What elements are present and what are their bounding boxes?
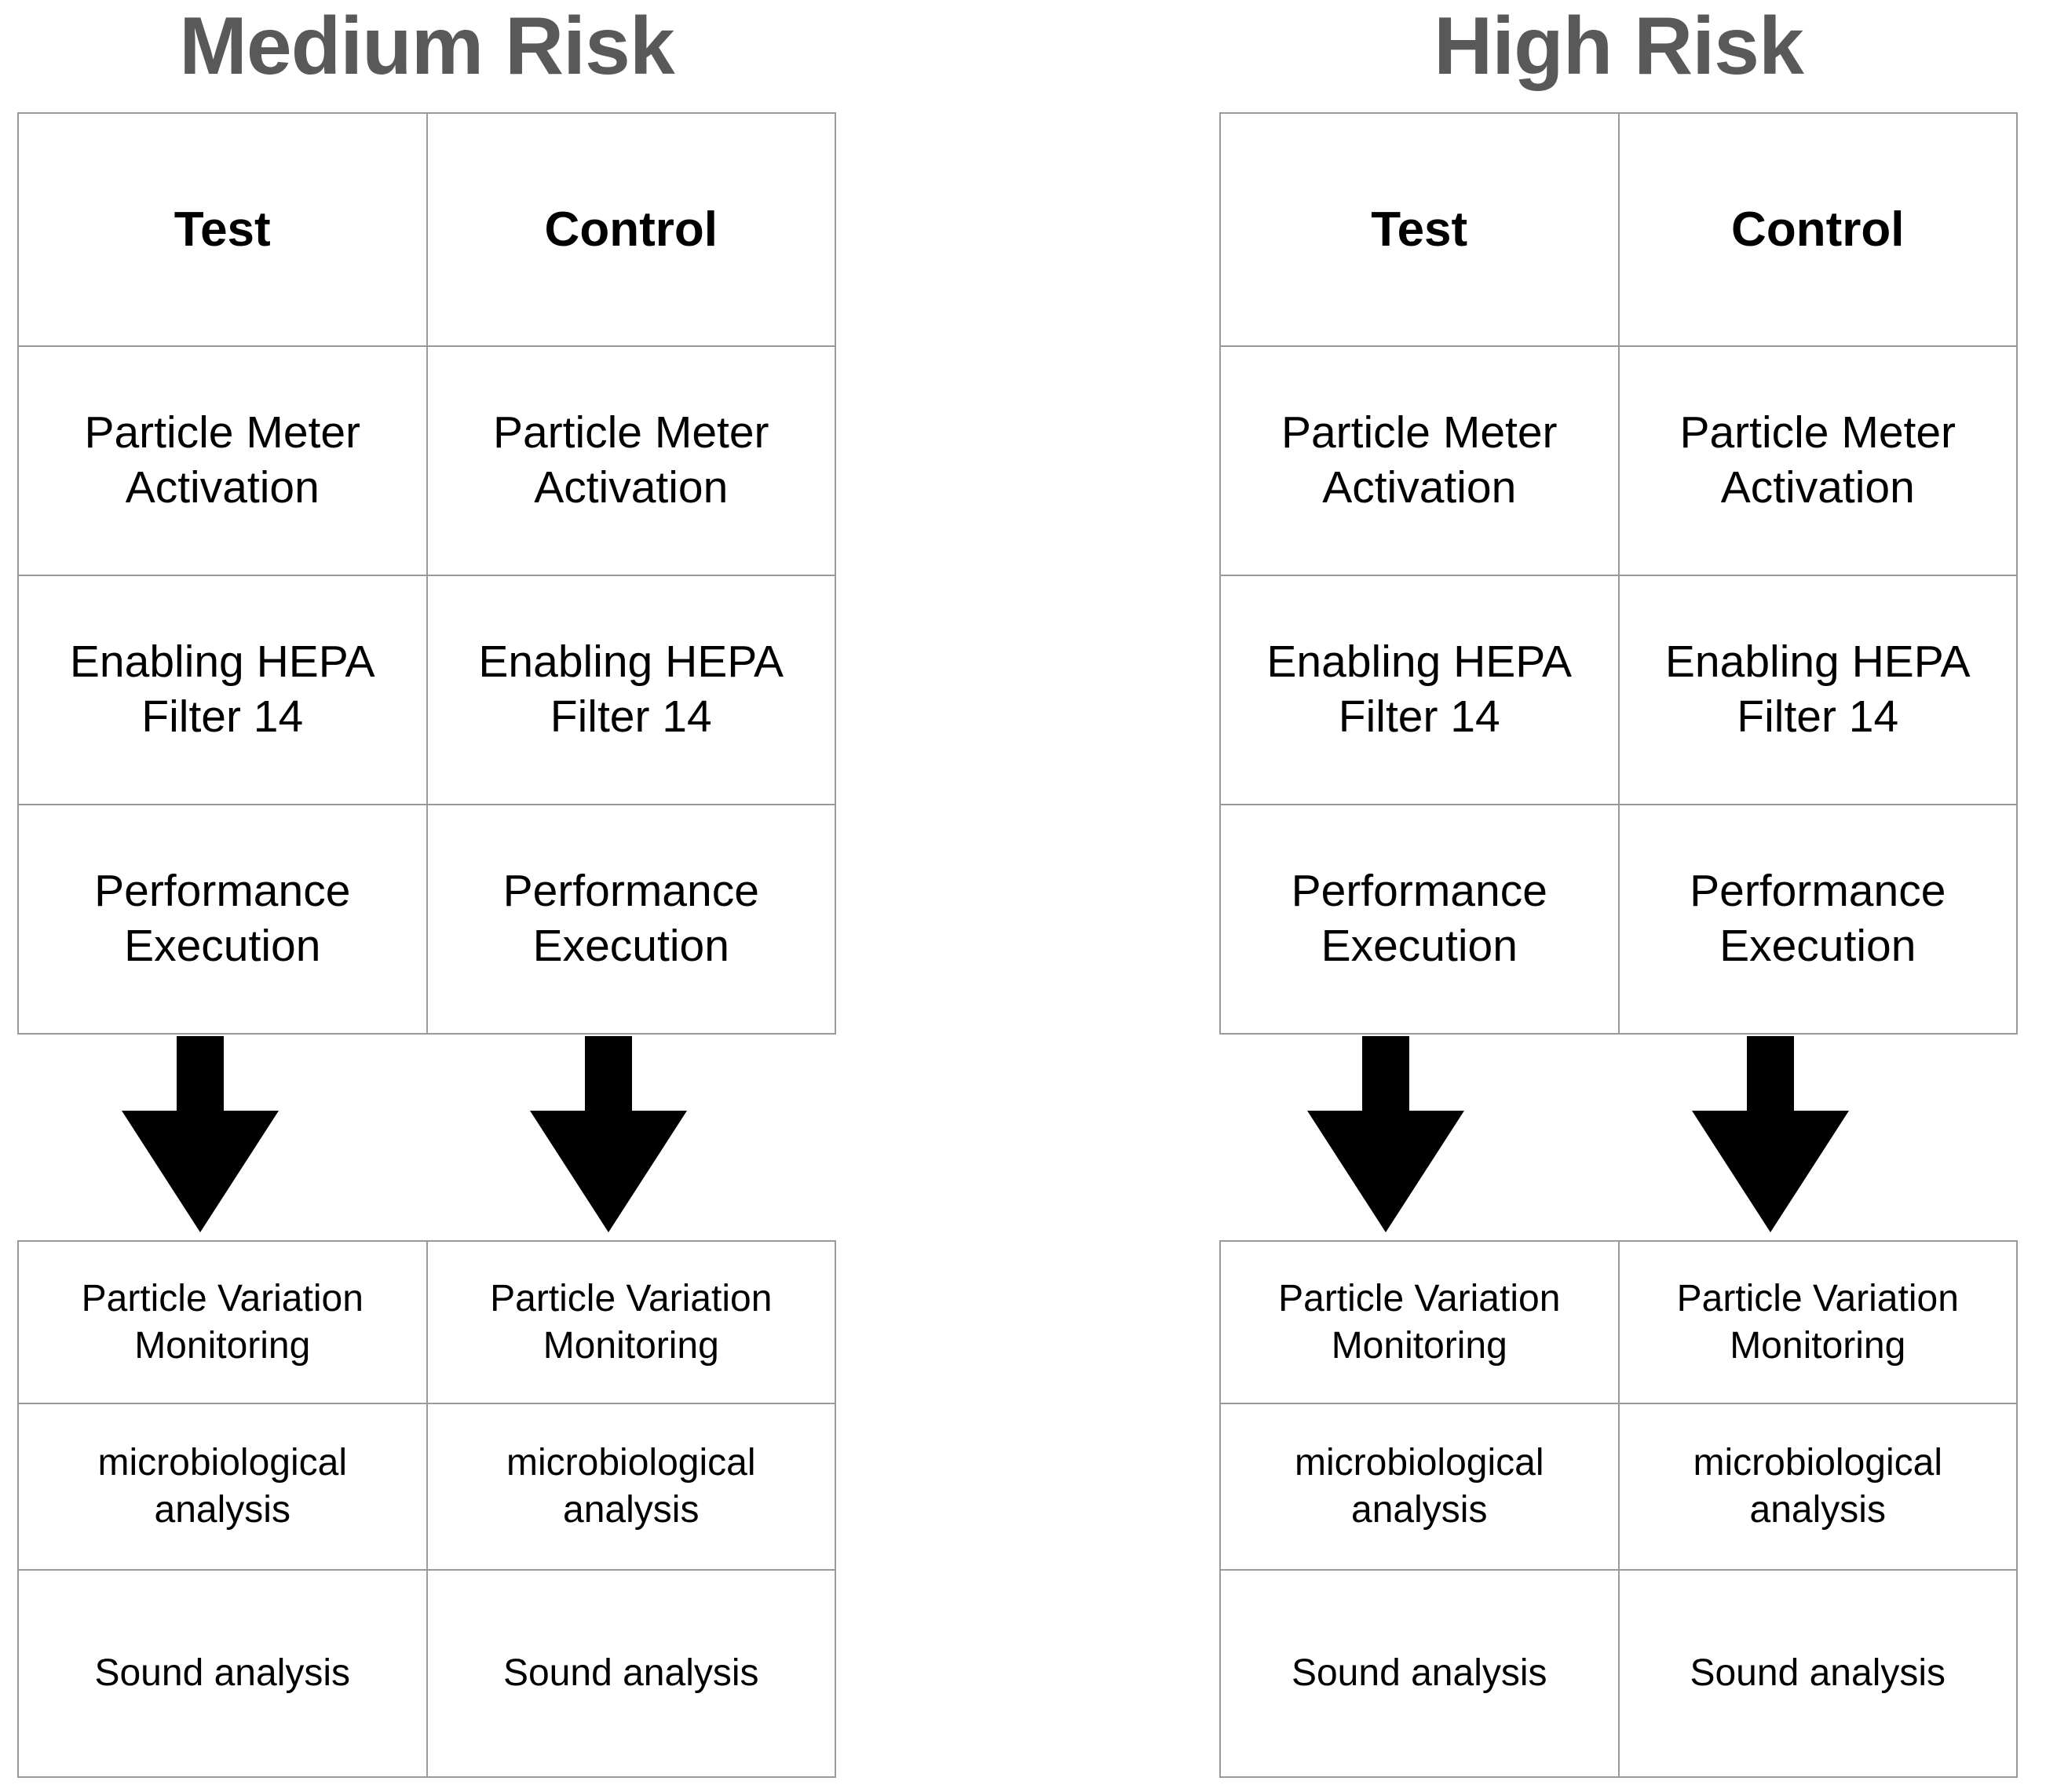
column-header-test: Test — [17, 112, 428, 347]
cell-test-analysis-3: Sound analysis — [17, 1569, 428, 1778]
panel-medium-risk: Medium Risk Test Control Particle Meter … — [17, 0, 836, 1792]
cell-test-step-2: Enabling HEPA Filter 14 — [17, 575, 428, 805]
cell-control-step-3: Performance Execution — [426, 804, 836, 1035]
column-header-control: Control — [426, 112, 836, 347]
down-arrow-icon — [1692, 1036, 1849, 1232]
cell-control-analysis-2: microbiological analysis — [426, 1403, 836, 1571]
table-header-row: Test Control — [1219, 112, 2018, 347]
cell-test-step-3: Performance Execution — [1219, 804, 1620, 1035]
table-row: Particle Meter Activation Particle Meter… — [1219, 345, 2018, 576]
cell-control-step-2: Enabling HEPA Filter 14 — [1617, 575, 2018, 805]
cell-control-analysis-1: Particle Variation Monitoring — [1617, 1240, 2018, 1404]
column-header-control: Control — [1617, 112, 2018, 347]
table-row: Particle Variation Monitoring Particle V… — [17, 1240, 836, 1404]
cell-control-analysis-1: Particle Variation Monitoring — [426, 1240, 836, 1404]
down-arrow-icon — [1307, 1036, 1464, 1232]
table-row: Particle Variation Monitoring Particle V… — [1219, 1240, 2018, 1404]
panel-high-risk: High Risk Test Control Particle Meter Ac… — [1219, 0, 2018, 1792]
table-row: Enabling HEPA Filter 14 Enabling HEPA Fi… — [1219, 575, 2018, 805]
cell-test-analysis-1: Particle Variation Monitoring — [1219, 1240, 1620, 1404]
table-row: microbiological analysis microbiological… — [17, 1403, 836, 1571]
cell-control-analysis-3: Sound analysis — [426, 1569, 836, 1778]
table-row: Enabling HEPA Filter 14 Enabling HEPA Fi… — [17, 575, 836, 805]
cell-test-step-1: Particle Meter Activation — [17, 345, 428, 576]
cell-control-step-1: Particle Meter Activation — [426, 345, 836, 576]
table-row: Sound analysis Sound analysis — [17, 1569, 836, 1778]
cell-control-step-2: Enabling HEPA Filter 14 — [426, 575, 836, 805]
cell-test-analysis-1: Particle Variation Monitoring — [17, 1240, 428, 1404]
analysis-table-high-risk: Particle Variation Monitoring Particle V… — [1219, 1240, 2018, 1778]
panel-title-medium-risk: Medium Risk — [179, 1, 674, 92]
cell-test-analysis-3: Sound analysis — [1219, 1569, 1620, 1778]
cell-control-step-3: Performance Execution — [1617, 804, 2018, 1035]
table-row: microbiological analysis microbiological… — [1219, 1403, 2018, 1571]
table-header-row: Test Control — [17, 112, 836, 347]
cell-test-analysis-2: microbiological analysis — [1219, 1403, 1620, 1571]
table-row: Performance Execution Performance Execut… — [17, 804, 836, 1035]
cell-test-step-1: Particle Meter Activation — [1219, 345, 1620, 576]
down-arrow-icon — [122, 1036, 279, 1232]
cell-control-analysis-2: microbiological analysis — [1617, 1403, 2018, 1571]
analysis-table-medium-risk: Particle Variation Monitoring Particle V… — [17, 1240, 836, 1778]
panel-title-high-risk: High Risk — [1434, 1, 1804, 92]
table-row: Performance Execution Performance Execut… — [1219, 804, 2018, 1035]
cell-control-step-1: Particle Meter Activation — [1617, 345, 2018, 576]
cell-test-step-2: Enabling HEPA Filter 14 — [1219, 575, 1620, 805]
process-table-medium-risk: Test Control Particle Meter Activation P… — [17, 112, 836, 1035]
table-row: Sound analysis Sound analysis — [1219, 1569, 2018, 1778]
column-header-test: Test — [1219, 112, 1620, 347]
process-table-high-risk: Test Control Particle Meter Activation P… — [1219, 112, 2018, 1035]
table-row: Particle Meter Activation Particle Meter… — [17, 345, 836, 576]
down-arrow-icon — [530, 1036, 687, 1232]
cell-test-analysis-2: microbiological analysis — [17, 1403, 428, 1571]
cell-control-analysis-3: Sound analysis — [1617, 1569, 2018, 1778]
cell-test-step-3: Performance Execution — [17, 804, 428, 1035]
